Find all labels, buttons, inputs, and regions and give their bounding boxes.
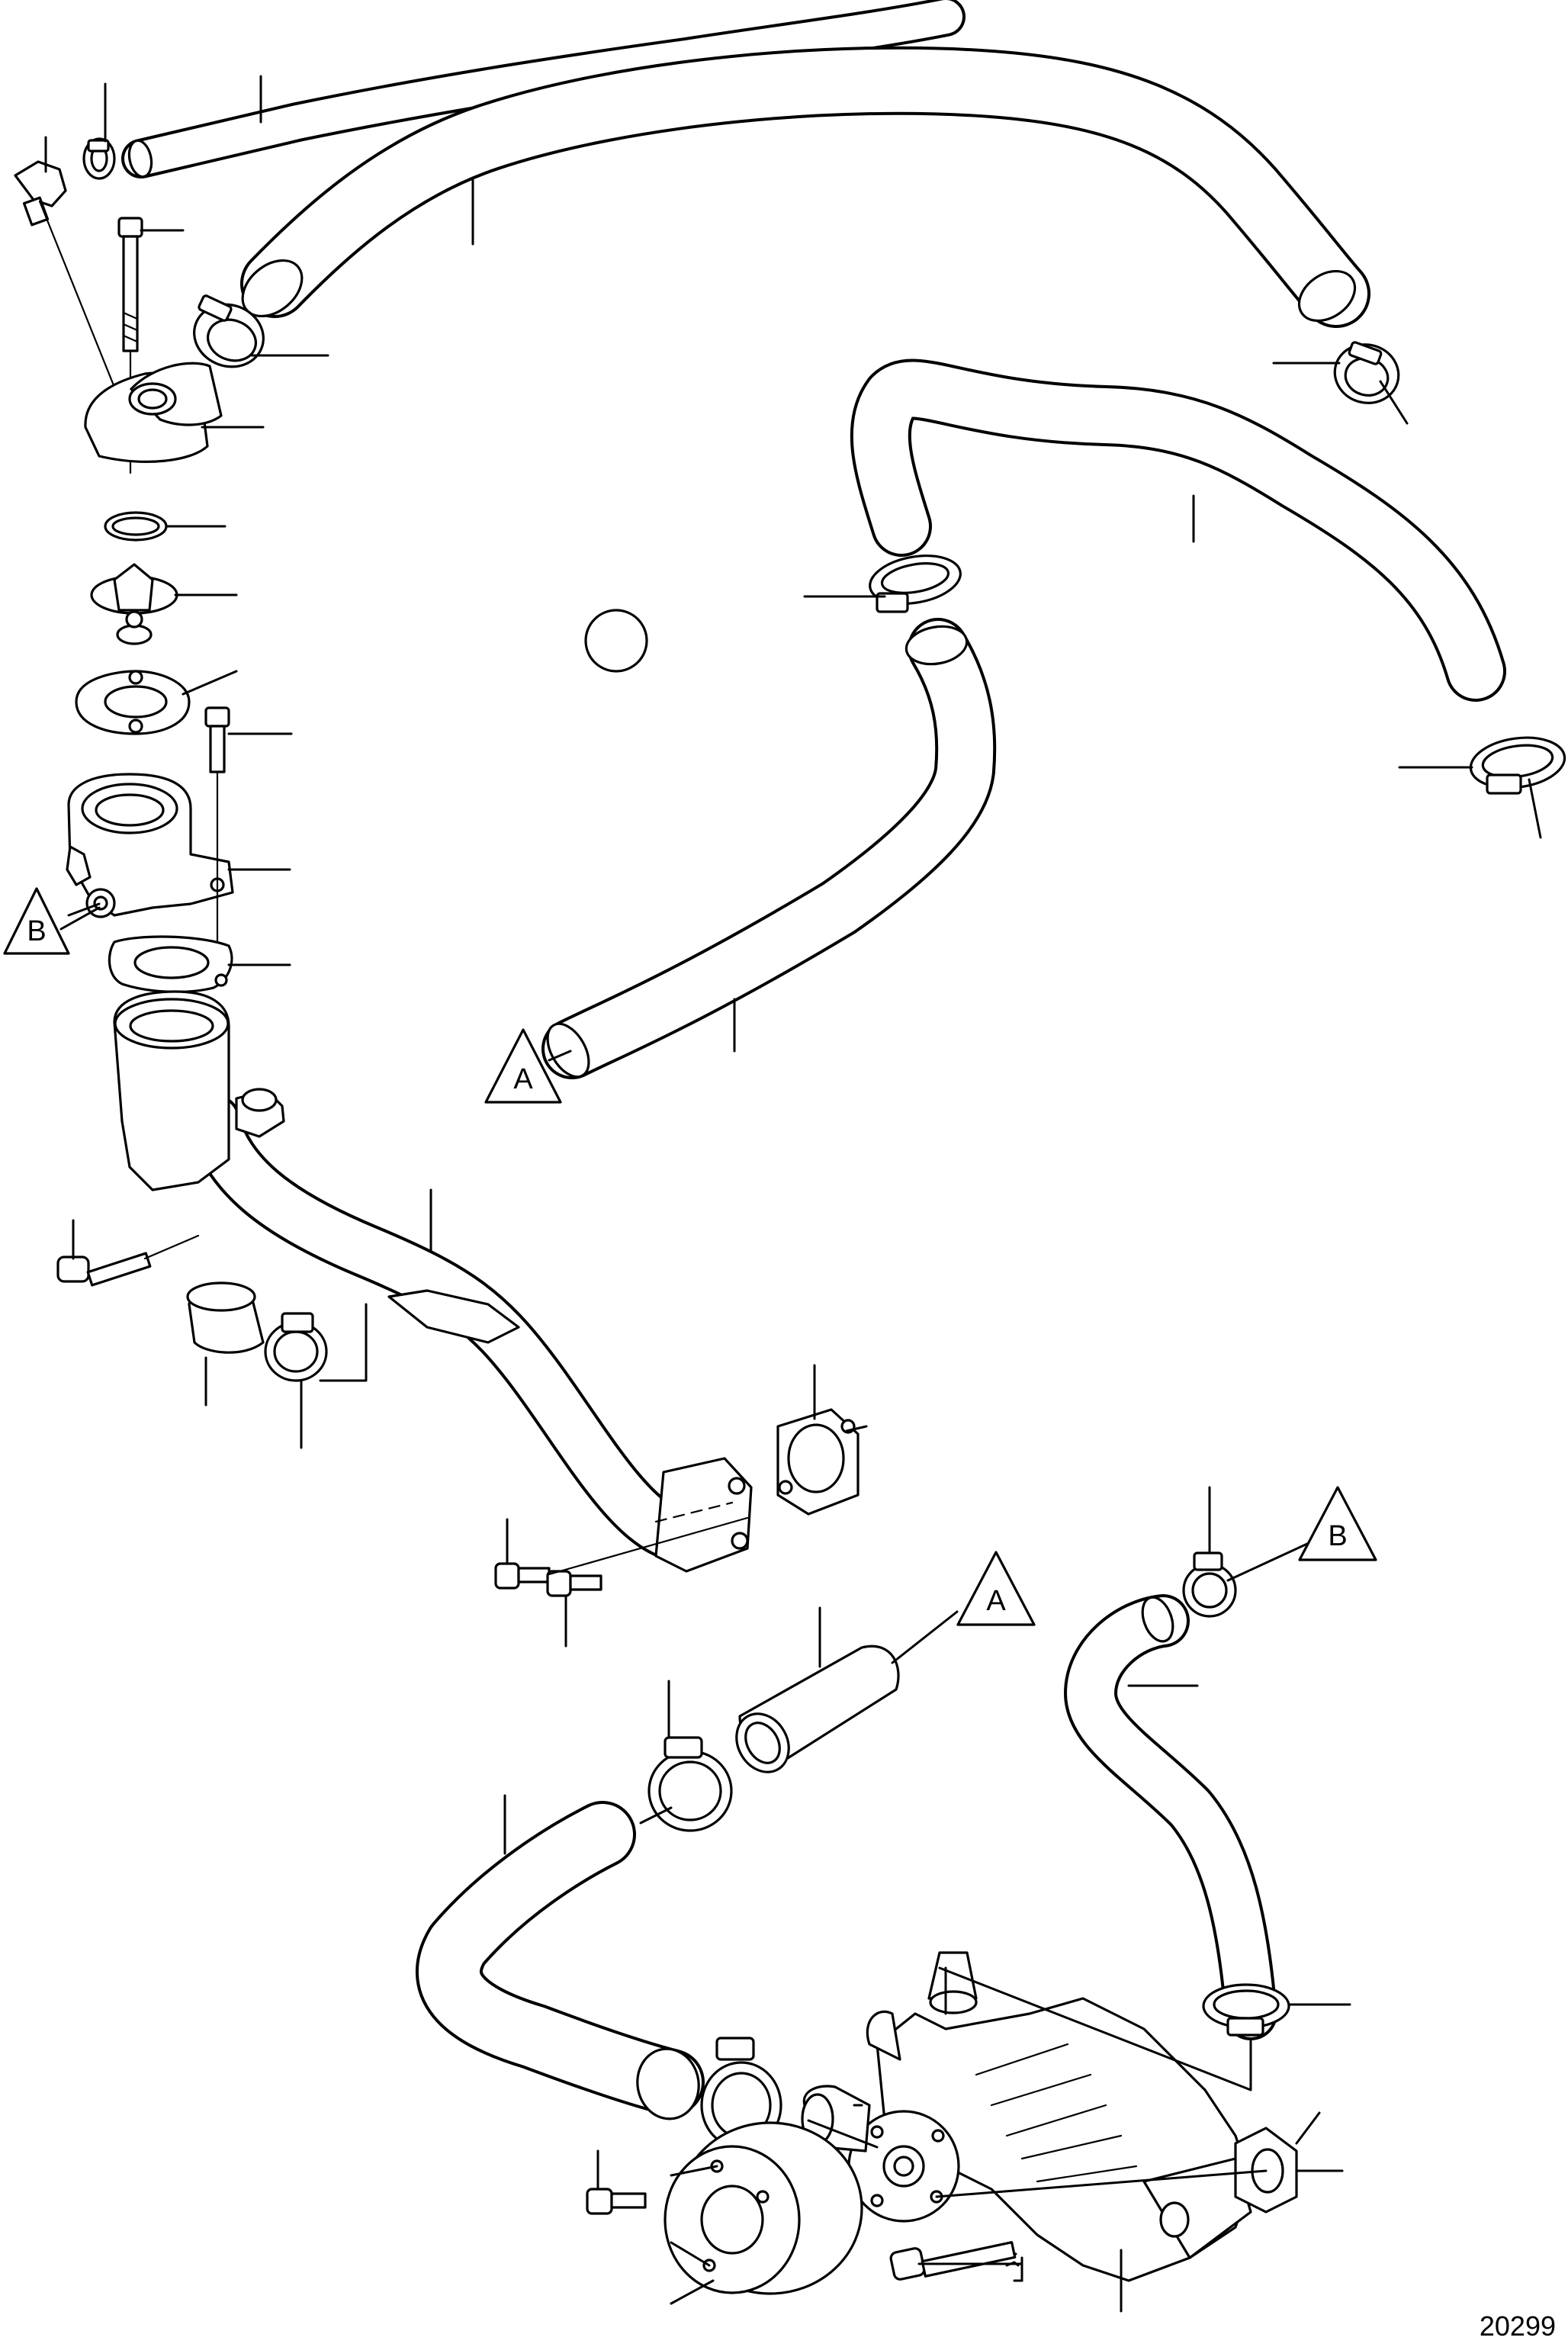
leader-lines [44,75,1542,2313]
drawing-number: 20299 [1480,2310,1556,2342]
plug-circle [584,609,648,673]
flange-bolt-right [546,1570,602,1597]
hose-clamp-marker-b [1182,1551,1237,1618]
marker-b-right: B [1298,1486,1377,1561]
thermostat-cover [84,362,223,463]
right-coolant-hose [850,358,1506,702]
marker-a-lower-label: A [986,1585,1006,1617]
flange-bolt-guide [548,1516,749,1576]
hose-clamp-mid [869,555,962,613]
water-pump-bolt [889,2241,1017,2281]
hose-clamp-sleeve [264,1312,328,1382]
hose-clamp-top-small [82,137,116,180]
marker-a-mid: A [484,1028,572,1104]
water-pump-inlet-hose [416,1801,705,2120]
short-hose-sleeve [186,1281,265,1354]
hose-to-marker-b [1064,1594,1277,2040]
flange-gasket [776,1408,860,1516]
thermostat-gasket [75,670,191,735]
upper-radiator-hose [240,46,1370,328]
thermostat-housing [66,773,234,918]
marker-a-mid-label: A [513,1063,533,1095]
hose-clamp-right [1469,736,1566,795]
housing-mounting-bolt [204,706,230,947]
housing-gasket [108,935,233,994]
hose-clamp-pump-outlet [1202,1983,1290,2037]
short-hose-to-marker-a [735,1645,900,1773]
water-pump-pulley [664,2121,863,2295]
marker-b-left: B [3,887,101,955]
o-ring [104,511,168,542]
flange-bolt-left [494,1562,551,1590]
coolant-inlet-pipe [113,990,753,1573]
pulley-bolt [586,2188,647,2215]
hose-clamp-upper-left [193,294,265,368]
thermostat [90,563,178,645]
hose-clamp-lower-a [647,1736,733,1832]
elbow-fitting [14,160,120,398]
marker-b-right-label: B [1328,1520,1347,1552]
upper-bypass-hose [121,0,966,178]
marker-a-lower: A [956,1551,1036,1626]
hose-to-marker-a [541,618,997,1079]
marker-b-left-label: B [27,915,46,947]
hose-clamp-upper-right [1333,341,1400,404]
inlet-pipe-bolt-left [56,1234,200,1287]
